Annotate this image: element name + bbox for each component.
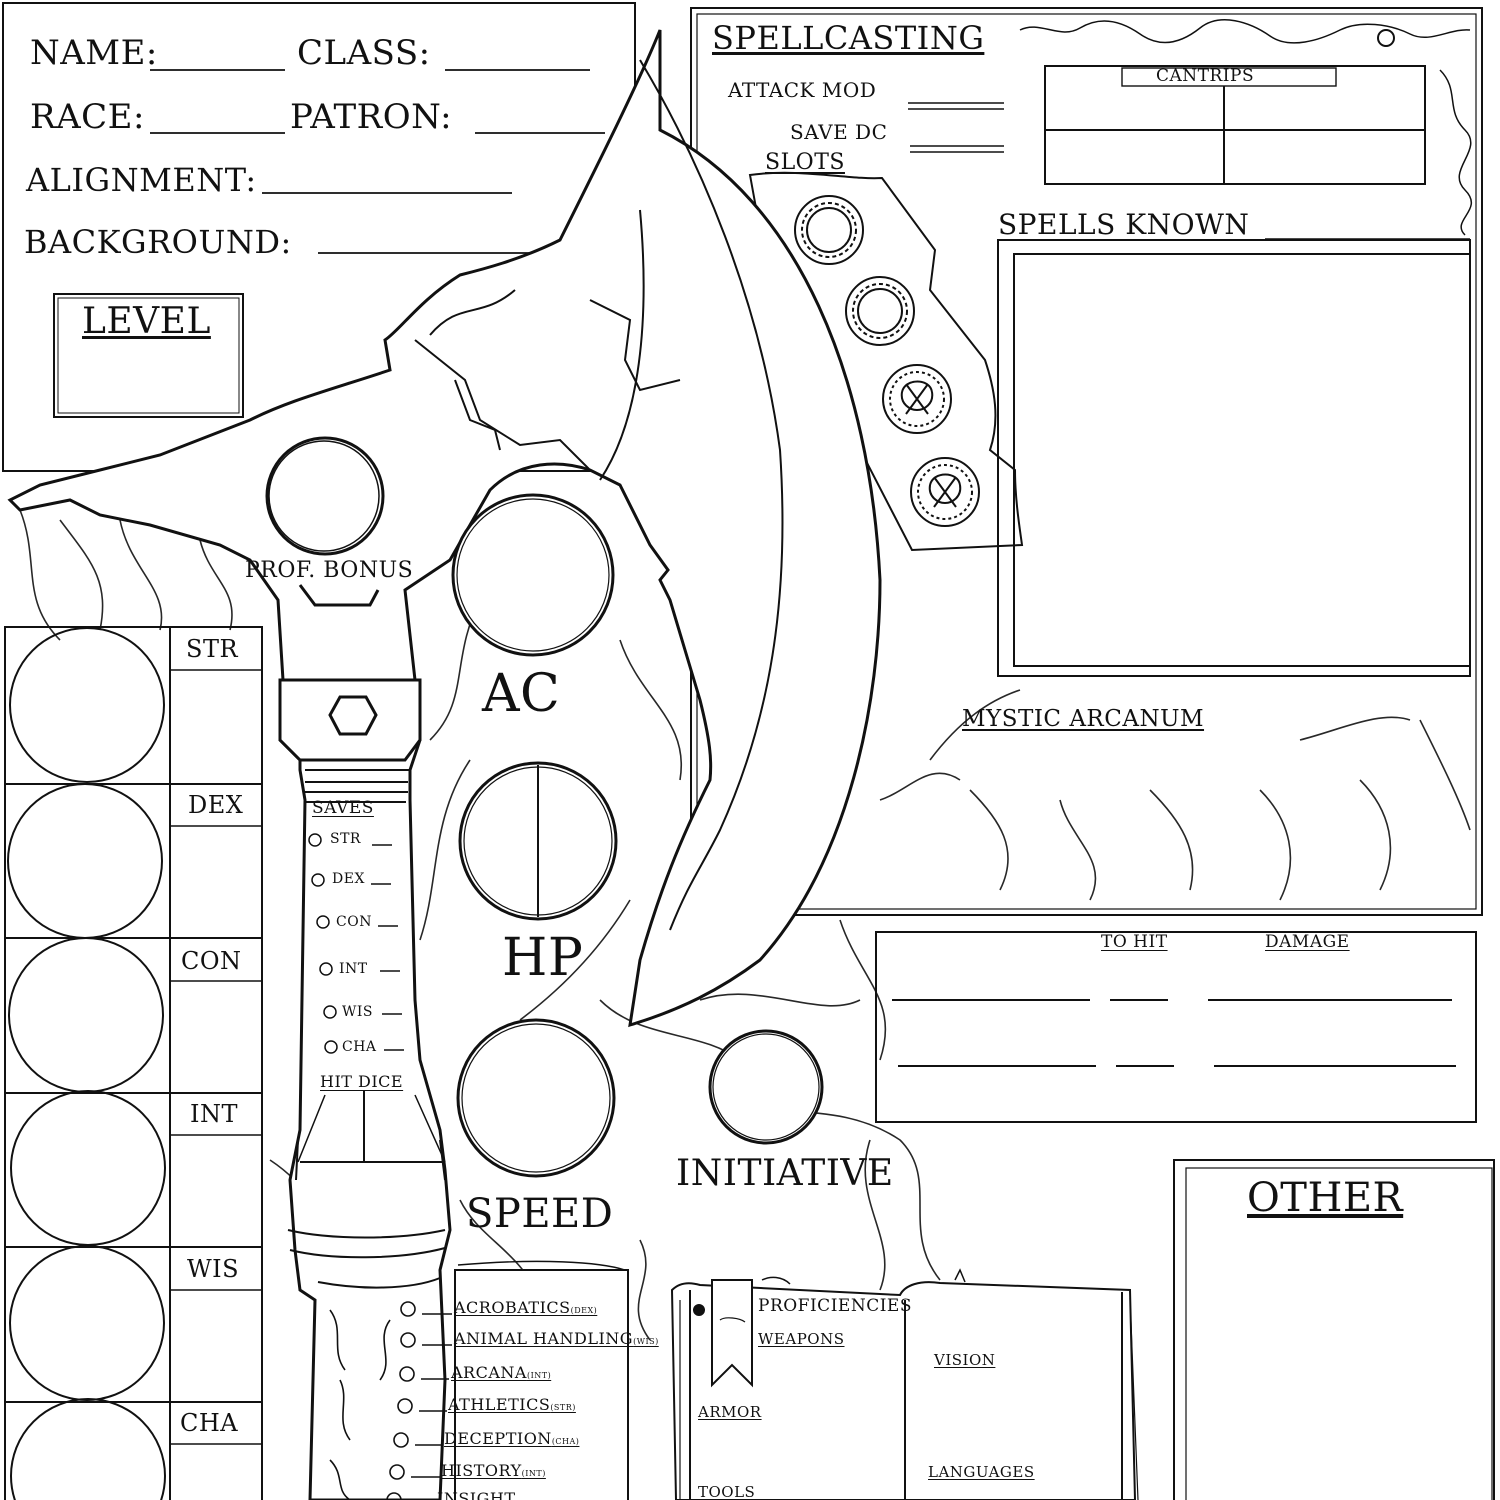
ability-int-label: INT bbox=[190, 1100, 238, 1128]
race-label: RACE: bbox=[30, 97, 145, 137]
languages-label: LANGUAGES bbox=[928, 1463, 1035, 1481]
to-hit-label: TO HIT bbox=[1101, 932, 1168, 952]
save-dex[interactable]: DEX bbox=[332, 871, 365, 887]
ability-wis-label: WIS bbox=[187, 1255, 240, 1283]
vision-label: VISION bbox=[934, 1351, 996, 1369]
slots-label: SLOTS bbox=[765, 150, 845, 175]
skill-athletics[interactable]: ATHLETICS(STR) bbox=[448, 1395, 576, 1414]
proficiencies-title: PROFICIENCIES bbox=[758, 1296, 912, 1316]
speed-label: SPEED bbox=[466, 1191, 614, 1237]
initiative-label: INITIATIVE bbox=[676, 1153, 894, 1194]
level-label: LEVEL bbox=[82, 301, 211, 342]
level-box bbox=[53, 293, 244, 418]
save-dc-label: SAVE DC bbox=[790, 120, 888, 144]
ability-dex-label: DEX bbox=[188, 791, 244, 819]
damage-label: DAMAGE bbox=[1265, 932, 1350, 952]
battle-axe-illustration bbox=[7, 29, 882, 1500]
slots-scroll bbox=[748, 171, 1024, 552]
bookmark-ribbon-icon bbox=[711, 1279, 753, 1388]
weapons-label: WEAPONS bbox=[758, 1330, 845, 1348]
skull-sigil-icon bbox=[882, 364, 980, 527]
ac-label: AC bbox=[482, 664, 561, 724]
prof-bonus-label: PROF. BONUS bbox=[245, 558, 414, 583]
tools-label: TOOLS bbox=[698, 1483, 756, 1500]
ability-con-label: CON bbox=[181, 947, 242, 975]
spell-slot-ring-icon bbox=[794, 195, 915, 346]
armor-label: ARMOR bbox=[698, 1403, 762, 1421]
skills-panel bbox=[454, 1269, 629, 1500]
spells-known-label: SPELLS KNOWN bbox=[998, 208, 1250, 241]
ability-str-label: STR bbox=[186, 635, 239, 663]
alignment-label: ALIGNMENT: bbox=[26, 161, 257, 199]
skill-history[interactable]: HISTORY(INT) bbox=[441, 1461, 546, 1480]
spellcasting-title: SPELLCASTING bbox=[712, 19, 985, 57]
class-label: CLASS: bbox=[297, 33, 431, 73]
save-wis[interactable]: WIS bbox=[342, 1004, 374, 1020]
ability-column bbox=[4, 626, 263, 1500]
ability-cha-label: CHA bbox=[180, 1409, 239, 1437]
save-con[interactable]: CON bbox=[336, 914, 372, 930]
tree-root-background bbox=[19, 439, 1471, 1341]
save-cha[interactable]: CHA bbox=[342, 1039, 377, 1055]
skill-arcana[interactable]: ARCANA(INT) bbox=[451, 1363, 552, 1382]
hit-dice-label: HIT DICE bbox=[320, 1072, 404, 1091]
attacks-box bbox=[875, 931, 1477, 1123]
skill-insight[interactable]: INSIGHT bbox=[437, 1489, 516, 1500]
name-label: NAME: bbox=[30, 33, 158, 73]
other-box bbox=[1173, 1159, 1495, 1500]
mystic-arcanum-label: MYSTIC ARCANUM bbox=[962, 706, 1205, 732]
saves-title: SAVES bbox=[312, 798, 374, 818]
cantrips-box bbox=[1044, 65, 1426, 185]
other-title: OTHER bbox=[1247, 1175, 1404, 1221]
hp-label: HP bbox=[502, 928, 584, 988]
attack-mod-label: ATTACK MOD bbox=[728, 78, 877, 102]
save-str[interactable]: STR bbox=[330, 831, 361, 847]
skill-acrobatics[interactable]: ACROBATICS(DEX) bbox=[454, 1298, 598, 1317]
patron-label: PATRON: bbox=[290, 97, 453, 137]
background-label: BACKGROUND: bbox=[24, 223, 292, 261]
spells-known-box bbox=[997, 239, 1471, 677]
proficiency-book bbox=[670, 1268, 1139, 1500]
cantrips-label: CANTRIPS bbox=[1156, 66, 1255, 86]
skill-animal-handling[interactable]: ANIMAL HANDLING(WIS) bbox=[454, 1329, 659, 1348]
skill-deception[interactable]: DECEPTION(CHA) bbox=[444, 1429, 580, 1448]
save-int[interactable]: INT bbox=[339, 961, 368, 977]
